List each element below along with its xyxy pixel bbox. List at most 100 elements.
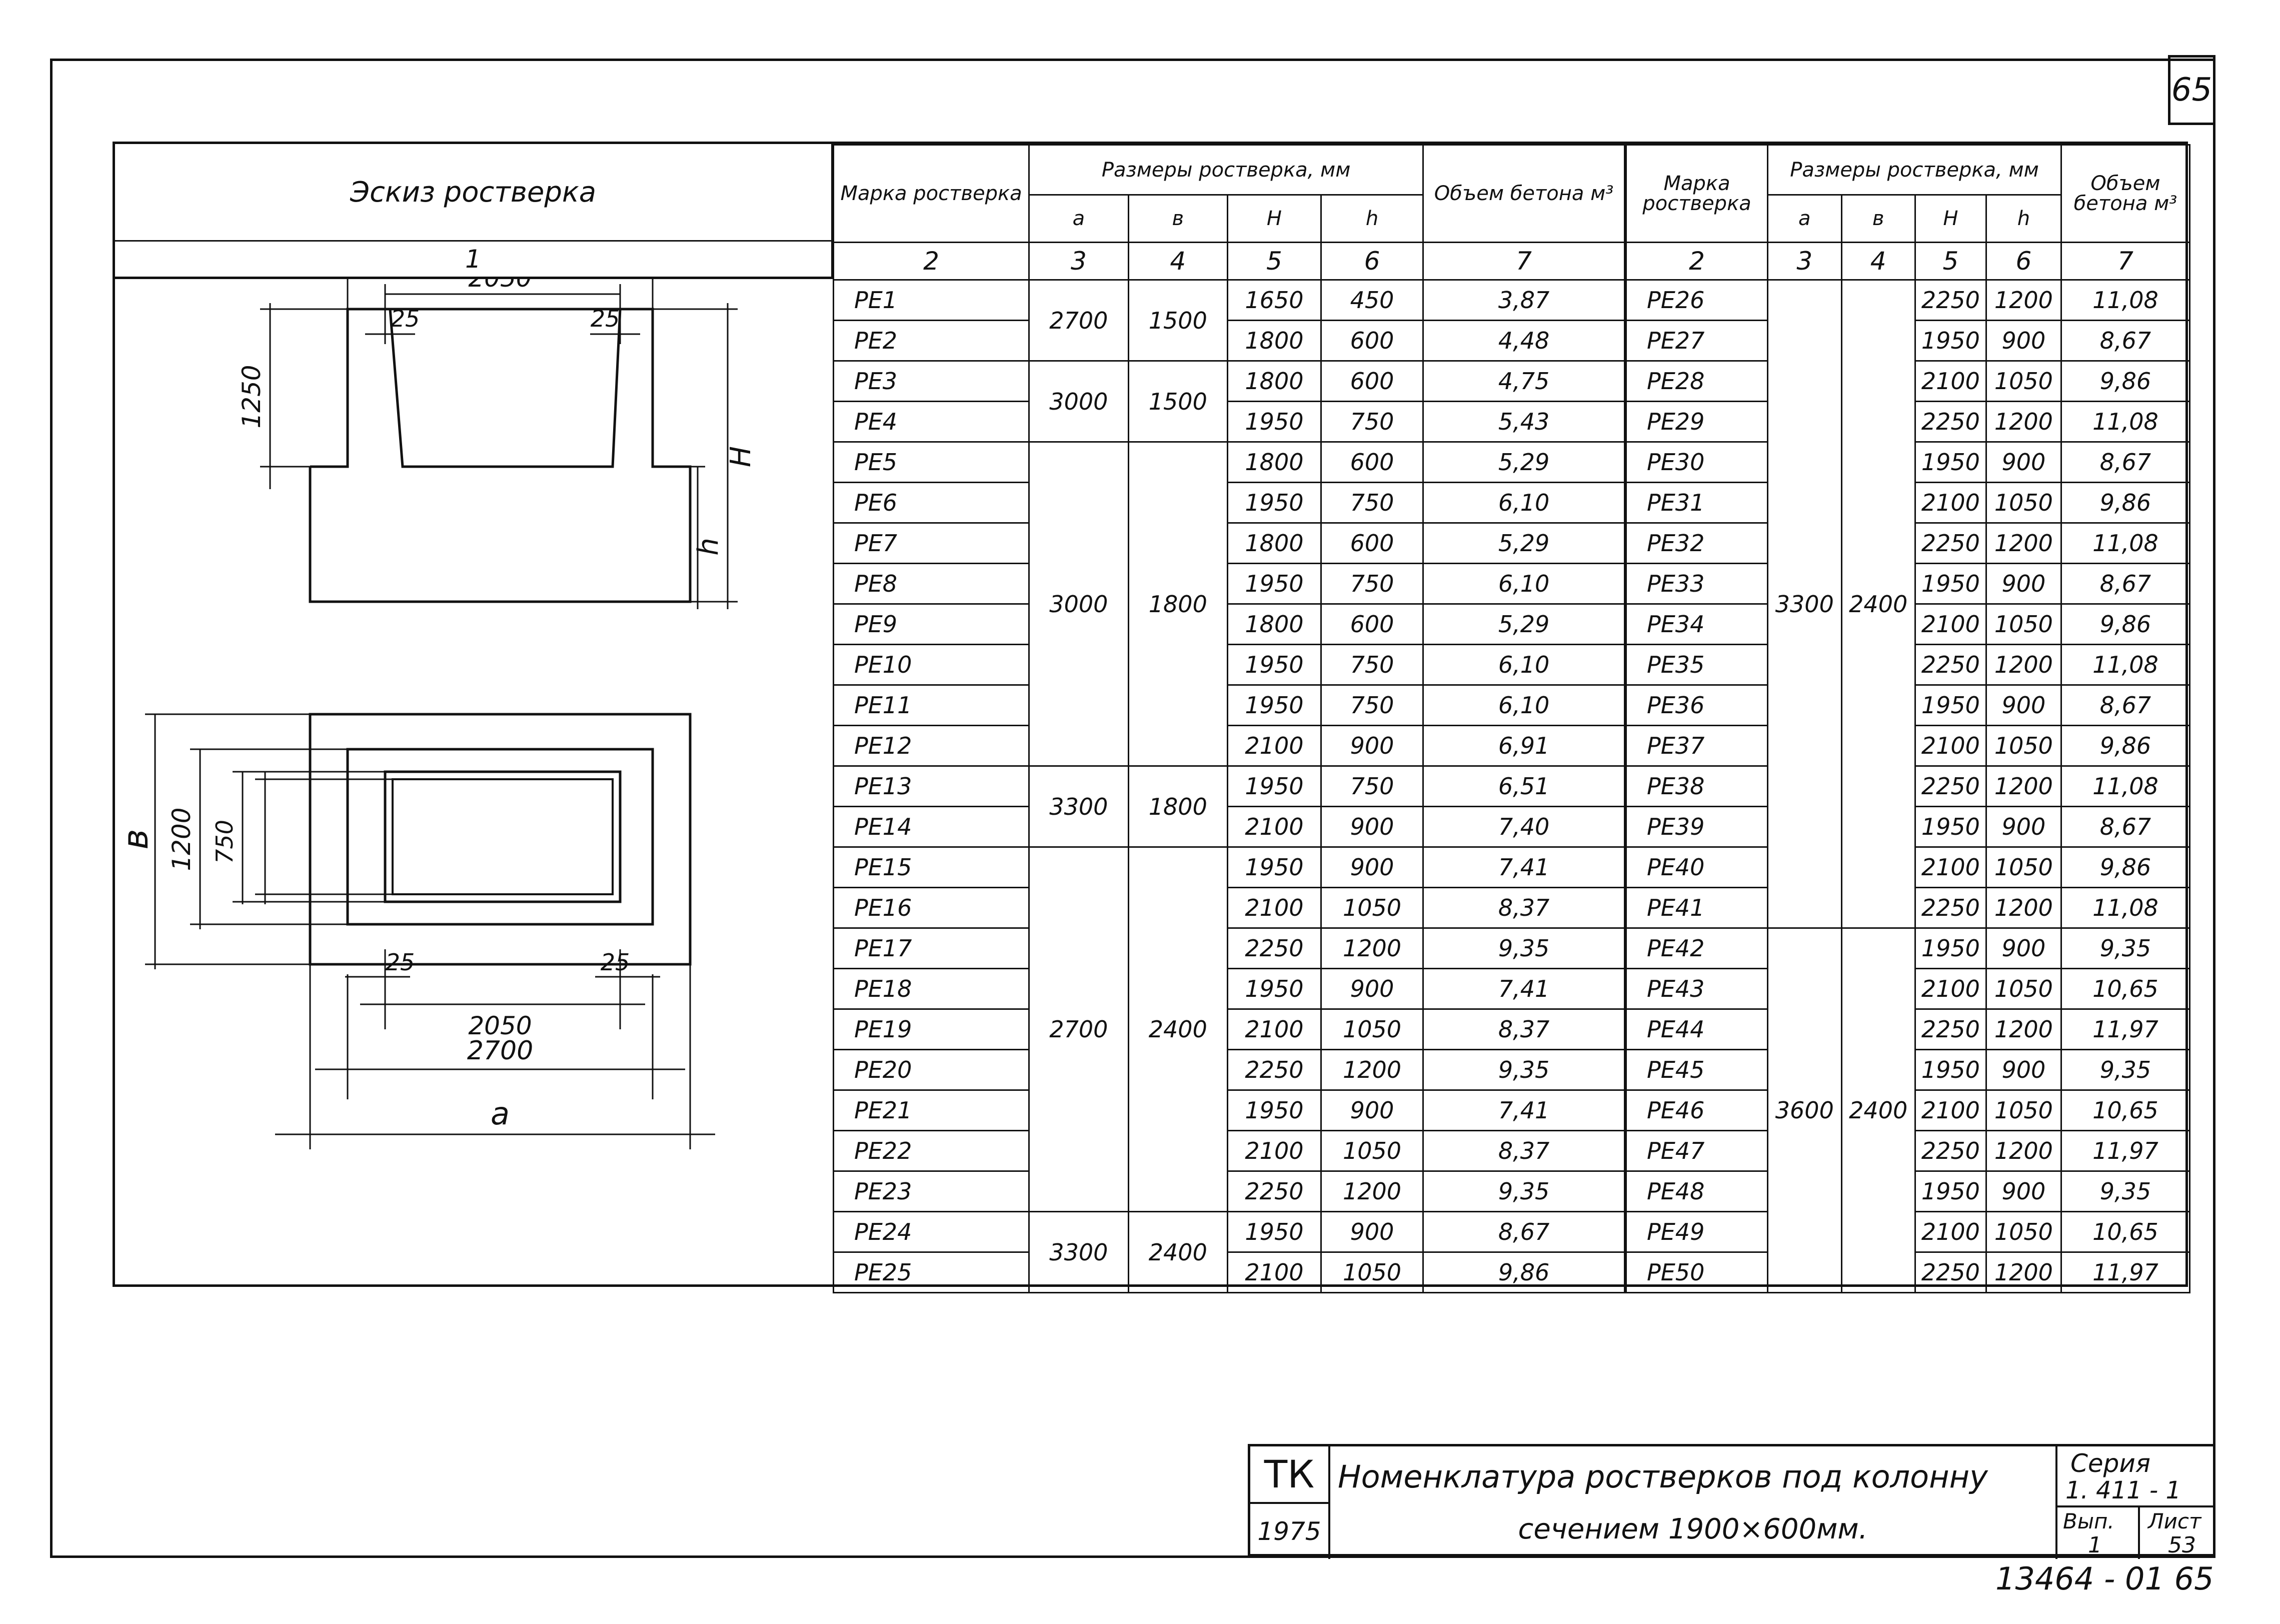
cell-v: 6,10 bbox=[1422, 684, 1625, 726]
cell-v: 8,37 bbox=[1422, 1008, 1625, 1050]
dimension-label: 2700 bbox=[467, 1036, 533, 1066]
cell-H: 2100 bbox=[1227, 806, 1322, 848]
cell-mark: РЕ25 bbox=[832, 1251, 1030, 1293]
cell-v: 7,41 bbox=[1422, 846, 1625, 888]
cell-H: 1800 bbox=[1227, 522, 1322, 564]
cell-a: 3000 bbox=[1028, 441, 1129, 767]
cell-h: 1200 bbox=[1985, 765, 2062, 807]
cell-v: 4,75 bbox=[1422, 360, 1625, 402]
cell-H: 2250 bbox=[1227, 1170, 1322, 1212]
cell-b: 1500 bbox=[1127, 360, 1229, 443]
cell-h: 1050 bbox=[1320, 1130, 1424, 1172]
cell-h: 900 bbox=[1320, 725, 1424, 767]
cell-mark: РЕ19 bbox=[832, 1008, 1030, 1050]
cell-a: 3300 bbox=[1028, 1211, 1129, 1293]
cell-v: 6,91 bbox=[1422, 725, 1625, 767]
cell-v: 5,43 bbox=[1422, 401, 1625, 443]
cell-H: 1950 bbox=[1227, 846, 1322, 888]
cell-H: 1950 bbox=[1227, 1211, 1322, 1253]
cell-mark: РЕ41 bbox=[1625, 887, 1769, 929]
title-block-year: 1975 bbox=[1250, 1504, 1330, 1559]
cell-v: 10,65 bbox=[2060, 968, 2191, 1010]
cell-H: 2250 bbox=[1914, 1251, 1987, 1293]
cell-h: 750 bbox=[1320, 644, 1424, 686]
cell-mark: РЕ36 bbox=[1625, 684, 1769, 726]
cell-mark: РЕ28 bbox=[1625, 360, 1769, 402]
cell-H: 1950 bbox=[1914, 1049, 1987, 1091]
cell-b: 2400 bbox=[1840, 927, 1916, 1293]
cell-H: 2100 bbox=[1914, 482, 1987, 524]
cell-b: 1800 bbox=[1127, 441, 1229, 767]
cell-mark: РЕ16 bbox=[832, 887, 1030, 929]
col-number: 3 bbox=[1028, 242, 1129, 281]
col-number: 7 bbox=[2060, 242, 2191, 281]
title-block-org: ТК bbox=[1250, 1446, 1330, 1504]
cell-h: 1200 bbox=[1320, 1170, 1424, 1212]
right-spec-table: Марка ростверка Размеры ростверка, мм Об… bbox=[1625, 144, 2191, 1293]
cell-H: 1800 bbox=[1227, 603, 1322, 645]
cell-a: 2700 bbox=[1028, 279, 1129, 362]
cell-mark: РЕ29 bbox=[1625, 401, 1769, 443]
dimension-label: 25 bbox=[591, 305, 620, 332]
cell-v: 10,65 bbox=[2060, 1089, 2191, 1131]
cell-h: 1050 bbox=[1985, 1211, 2062, 1253]
cell-a: 3300 bbox=[1767, 279, 1842, 929]
title-block-sheet: 53 bbox=[2168, 1532, 2196, 1558]
cell-h: 1050 bbox=[1985, 968, 2062, 1010]
col-number: 5 bbox=[1914, 242, 1987, 281]
cell-mark: РЕ40 bbox=[1625, 846, 1769, 888]
cell-H: 2100 bbox=[1914, 1089, 1987, 1131]
cell-v: 6,10 bbox=[1422, 644, 1625, 686]
cell-mark: РЕ34 bbox=[1625, 603, 1769, 645]
cell-h: 1050 bbox=[1320, 1251, 1424, 1293]
cell-mark: РЕ23 bbox=[832, 1170, 1030, 1212]
footing-plan-outline bbox=[309, 713, 692, 966]
cell-H: 2100 bbox=[1914, 1211, 1987, 1253]
sketch-header: Эскиз ростверка bbox=[115, 144, 833, 242]
cell-h: 900 bbox=[1985, 684, 2062, 726]
cell-h: 900 bbox=[1985, 320, 2062, 362]
cell-h: 900 bbox=[1985, 1049, 2062, 1091]
cell-H: 2250 bbox=[1914, 765, 1987, 807]
cell-h: 1200 bbox=[1985, 401, 2062, 443]
cell-H: 1950 bbox=[1914, 441, 1987, 483]
cell-mark: РЕ2 bbox=[832, 320, 1030, 362]
col-header-b: в bbox=[1840, 194, 1916, 243]
title-block-series: 1. 411 - 1 bbox=[2065, 1476, 2181, 1504]
cell-H: 2250 bbox=[1914, 279, 1987, 321]
cell-v: 11,08 bbox=[2060, 887, 2191, 929]
cell-v: 8,67 bbox=[2060, 806, 2191, 848]
cell-a: 3300 bbox=[1028, 765, 1129, 848]
cell-v: 8,67 bbox=[1422, 1211, 1625, 1253]
cell-v: 9,86 bbox=[2060, 846, 2191, 888]
cell-mark: РЕ17 bbox=[832, 927, 1030, 969]
dimension-label: H bbox=[725, 446, 757, 467]
cell-H: 1950 bbox=[1227, 765, 1322, 807]
cell-h: 600 bbox=[1320, 320, 1424, 362]
dimension-label: 1200 bbox=[167, 807, 196, 871]
cell-b: 1800 bbox=[1127, 765, 1229, 848]
cell-v: 5,29 bbox=[1422, 522, 1625, 564]
cell-mark: РЕ15 bbox=[832, 846, 1030, 888]
cell-H: 1950 bbox=[1914, 684, 1987, 726]
cell-v: 5,29 bbox=[1422, 603, 1625, 645]
